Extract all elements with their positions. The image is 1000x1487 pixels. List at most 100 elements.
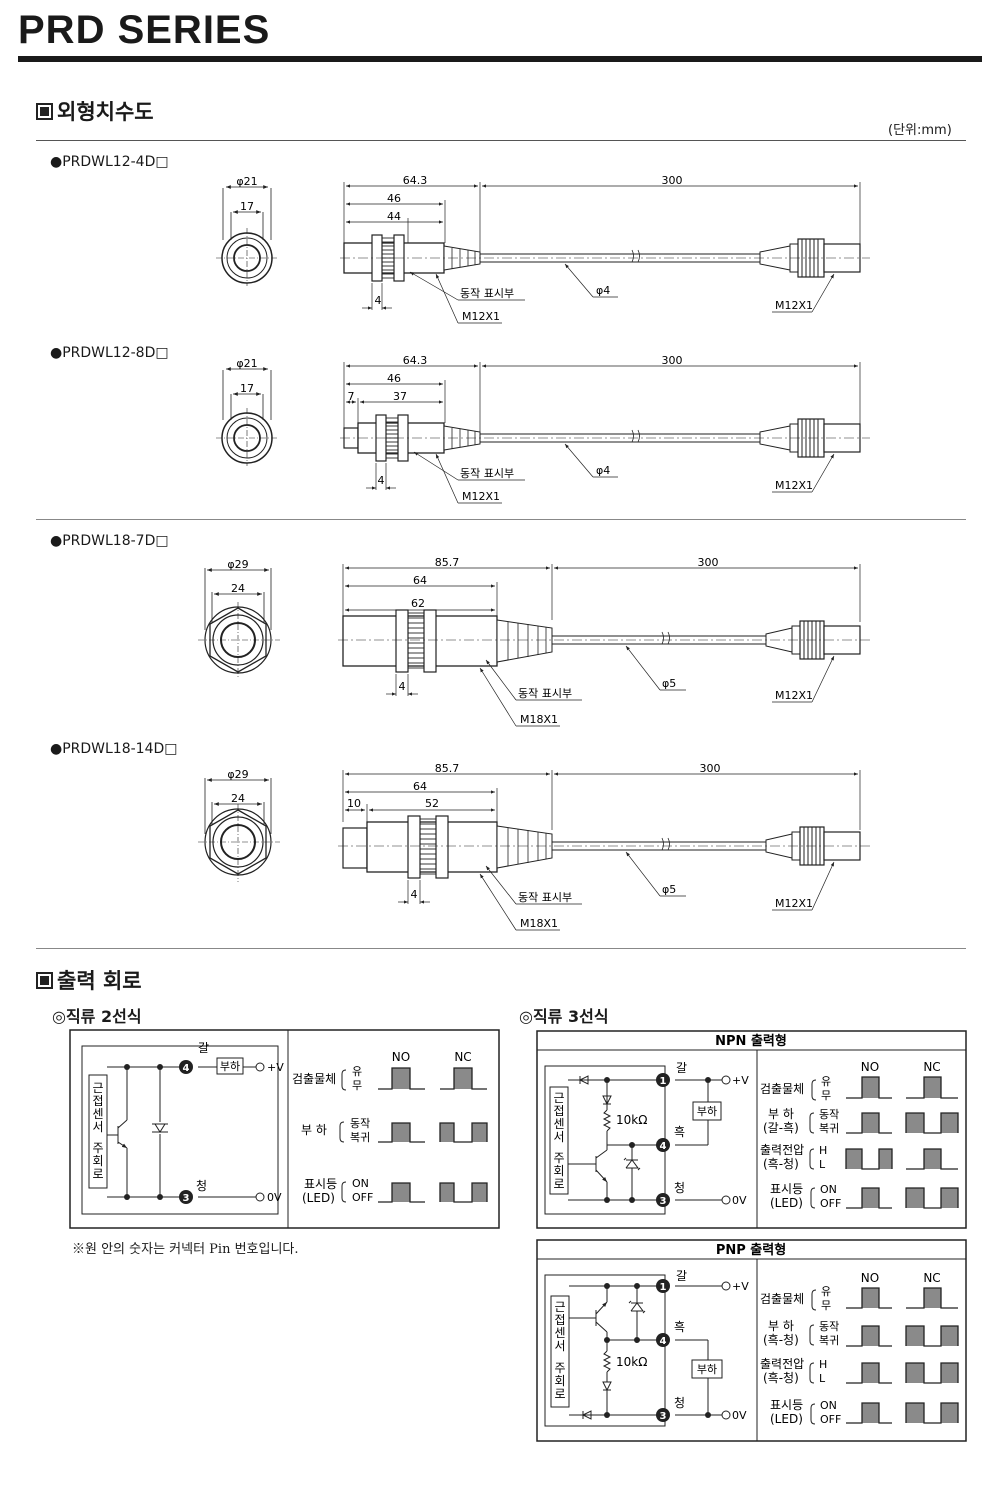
diagram-label: 표시등 [304, 1177, 337, 1191]
diagram-label: 부 하 [768, 1107, 794, 1121]
diagram-label: 검출물체 [760, 1082, 804, 1096]
dim-body-2: 46 [387, 372, 401, 385]
pin-3-icon [179, 1190, 193, 1204]
output-heading: 출력 회로 [36, 965, 142, 995]
diagram-label: 근 [553, 1091, 564, 1105]
diagram-label: (흑-청) [763, 1157, 799, 1171]
square-bullet-icon [36, 103, 53, 120]
diagram-label: H [819, 1358, 827, 1371]
dim-nut-3: 4 [399, 680, 406, 693]
diagram-label: 주 [92, 1141, 103, 1155]
connector-label-1: M12X1 [775, 299, 813, 312]
dim-inner-dia-4: 24 [231, 792, 245, 805]
dim-outer-dia-4: φ29 [227, 768, 248, 781]
model-label-4: ●PRDWL18-14D□ [50, 741, 178, 757]
diagram-label: (흑-청) [763, 1333, 799, 1347]
diagram-label: 부하 [697, 1362, 717, 1376]
diagram-label: +V [732, 1280, 749, 1293]
diagram-label: L [819, 1158, 826, 1171]
diagram-label: 10kΩ [616, 1113, 647, 1127]
section-rule [36, 140, 966, 141]
dim-overall-1: 64.3 [403, 174, 428, 187]
diagram-label: OFF [352, 1191, 373, 1204]
diagram-label: 무 [821, 1089, 831, 1102]
diagram-label: 갈 [198, 1041, 209, 1055]
drawing-prdwl18-7d: φ29 24 85.7 300 64 62 [198, 556, 870, 727]
diagram-label: NO [392, 1050, 410, 1064]
diagram-label: 부 하 [301, 1123, 327, 1137]
diagram-label: 4 [183, 1063, 190, 1074]
diagram-label: +V [732, 1074, 749, 1087]
pnp-sensor-label: 근 접 센 서 주 회 로 [554, 1300, 565, 1401]
diagram-label: 서 [554, 1339, 565, 1353]
front-view-2: φ21 17 [216, 357, 278, 466]
diagram-label: 3 [183, 1193, 190, 1204]
diagram-label: 검출물체 [760, 1292, 804, 1306]
drawing-prdwl12-8d: φ21 17 64.3 300 46 7 37 [216, 354, 870, 504]
diagram-label: 회 [553, 1164, 564, 1178]
pnp-pin-1-icon [656, 1279, 670, 1293]
diagram-label: 검출물체 [292, 1072, 336, 1086]
diagram-label: 로 [92, 1167, 103, 1181]
diagram-label: 동작 [819, 1320, 839, 1333]
dc2-circuit-panel: 4 3 갈 청 부하 +V 0V 근 접 센 서 주 회 로 NO NC 검출물… [69, 1029, 500, 1229]
diagram-label: 갈 [676, 1061, 687, 1075]
diagram-label: 출력전압 [760, 1357, 804, 1371]
dim-outer-dia-2: φ21 [236, 357, 257, 370]
diagram-label: 유 [821, 1075, 831, 1088]
output-circuits: 4 3 갈 청 부하 +V 0V 근 접 센 서 주 회 로 NO NC 검출물… [69, 1029, 967, 1442]
dim-inner-dia-2: 17 [240, 382, 254, 395]
front-view-3: φ29 24 [198, 558, 280, 678]
side-view-1: 64.3 300 46 44 [340, 174, 870, 324]
drawing-prdwl18-14d: φ29 24 85.7 300 64 10 [198, 762, 870, 931]
diagram-label: 3 [660, 1411, 667, 1422]
diagram-label: 4 [660, 1141, 667, 1152]
dimensions-heading: 외형치수도 [36, 96, 154, 126]
front-view-4: φ29 24 [198, 768, 280, 882]
side-view-2: 64.3 300 46 7 37 [340, 354, 870, 504]
dim-cable-len-2: 300 [662, 354, 683, 367]
dim-thread-2: 37 [393, 390, 407, 403]
dim-overall-2: 64.3 [403, 354, 428, 367]
dim-offset-4: 10 [347, 797, 361, 810]
indicator-label-1: 동작 표시부 [460, 287, 514, 300]
diagram-label: 갈 [676, 1269, 687, 1283]
thread-label-2: M12X1 [462, 490, 500, 503]
diagram-label: 근 [92, 1081, 103, 1095]
diagram-label: 복귀 [819, 1334, 839, 1347]
diagram-label: 로 [554, 1387, 565, 1401]
diagram-label: (LED) [770, 1196, 803, 1210]
square-bullet-icon [36, 972, 53, 989]
npn-sensor-label: 근 접 센 서 주 회 로 [553, 1091, 564, 1191]
diagram-label: 서 [92, 1120, 103, 1134]
dim-body-1: 46 [387, 192, 401, 205]
pin-4-icon [179, 1060, 193, 1074]
cable-dia-label-1: φ4 [596, 284, 610, 297]
dim-cable-len-1: 300 [662, 174, 683, 187]
model-label-2: ●PRDWL12-8D□ [50, 345, 169, 361]
pnp-pin-3-icon [656, 1408, 670, 1422]
diagram-label: NO [861, 1060, 879, 1074]
pnp-pin-4-icon [656, 1333, 670, 1347]
connector-label-4: M12X1 [775, 897, 813, 910]
dim-nut-2: 4 [378, 474, 385, 487]
thread-label-3: M18X1 [520, 713, 558, 726]
diagram-label: 동작 [819, 1108, 839, 1121]
diagram-label: 주 [553, 1151, 564, 1165]
diagram-label: 청 [674, 1181, 685, 1195]
diagram-label: 무 [352, 1079, 362, 1092]
diagram-label: 흑 [674, 1320, 685, 1334]
diagram-label: 센 [92, 1107, 103, 1121]
diagram-label: 센 [553, 1117, 564, 1131]
dim-body-3: 64 [413, 574, 427, 587]
connector-label-2: M12X1 [775, 479, 813, 492]
dim-inner-dia-3: 24 [231, 582, 245, 595]
diagram-label: (LED) [302, 1191, 335, 1205]
dimensions-heading-text: 외형치수도 [57, 100, 154, 124]
dc2-heading: ◎직류 2선식 [52, 1007, 142, 1026]
diagram-label: ON [820, 1183, 837, 1196]
dim-thread-3: 62 [411, 597, 425, 610]
diagram-label: 1 [660, 1282, 667, 1293]
dc3-heading: ◎직류 3선식 [519, 1007, 609, 1026]
diagram-label: 무 [821, 1299, 831, 1312]
